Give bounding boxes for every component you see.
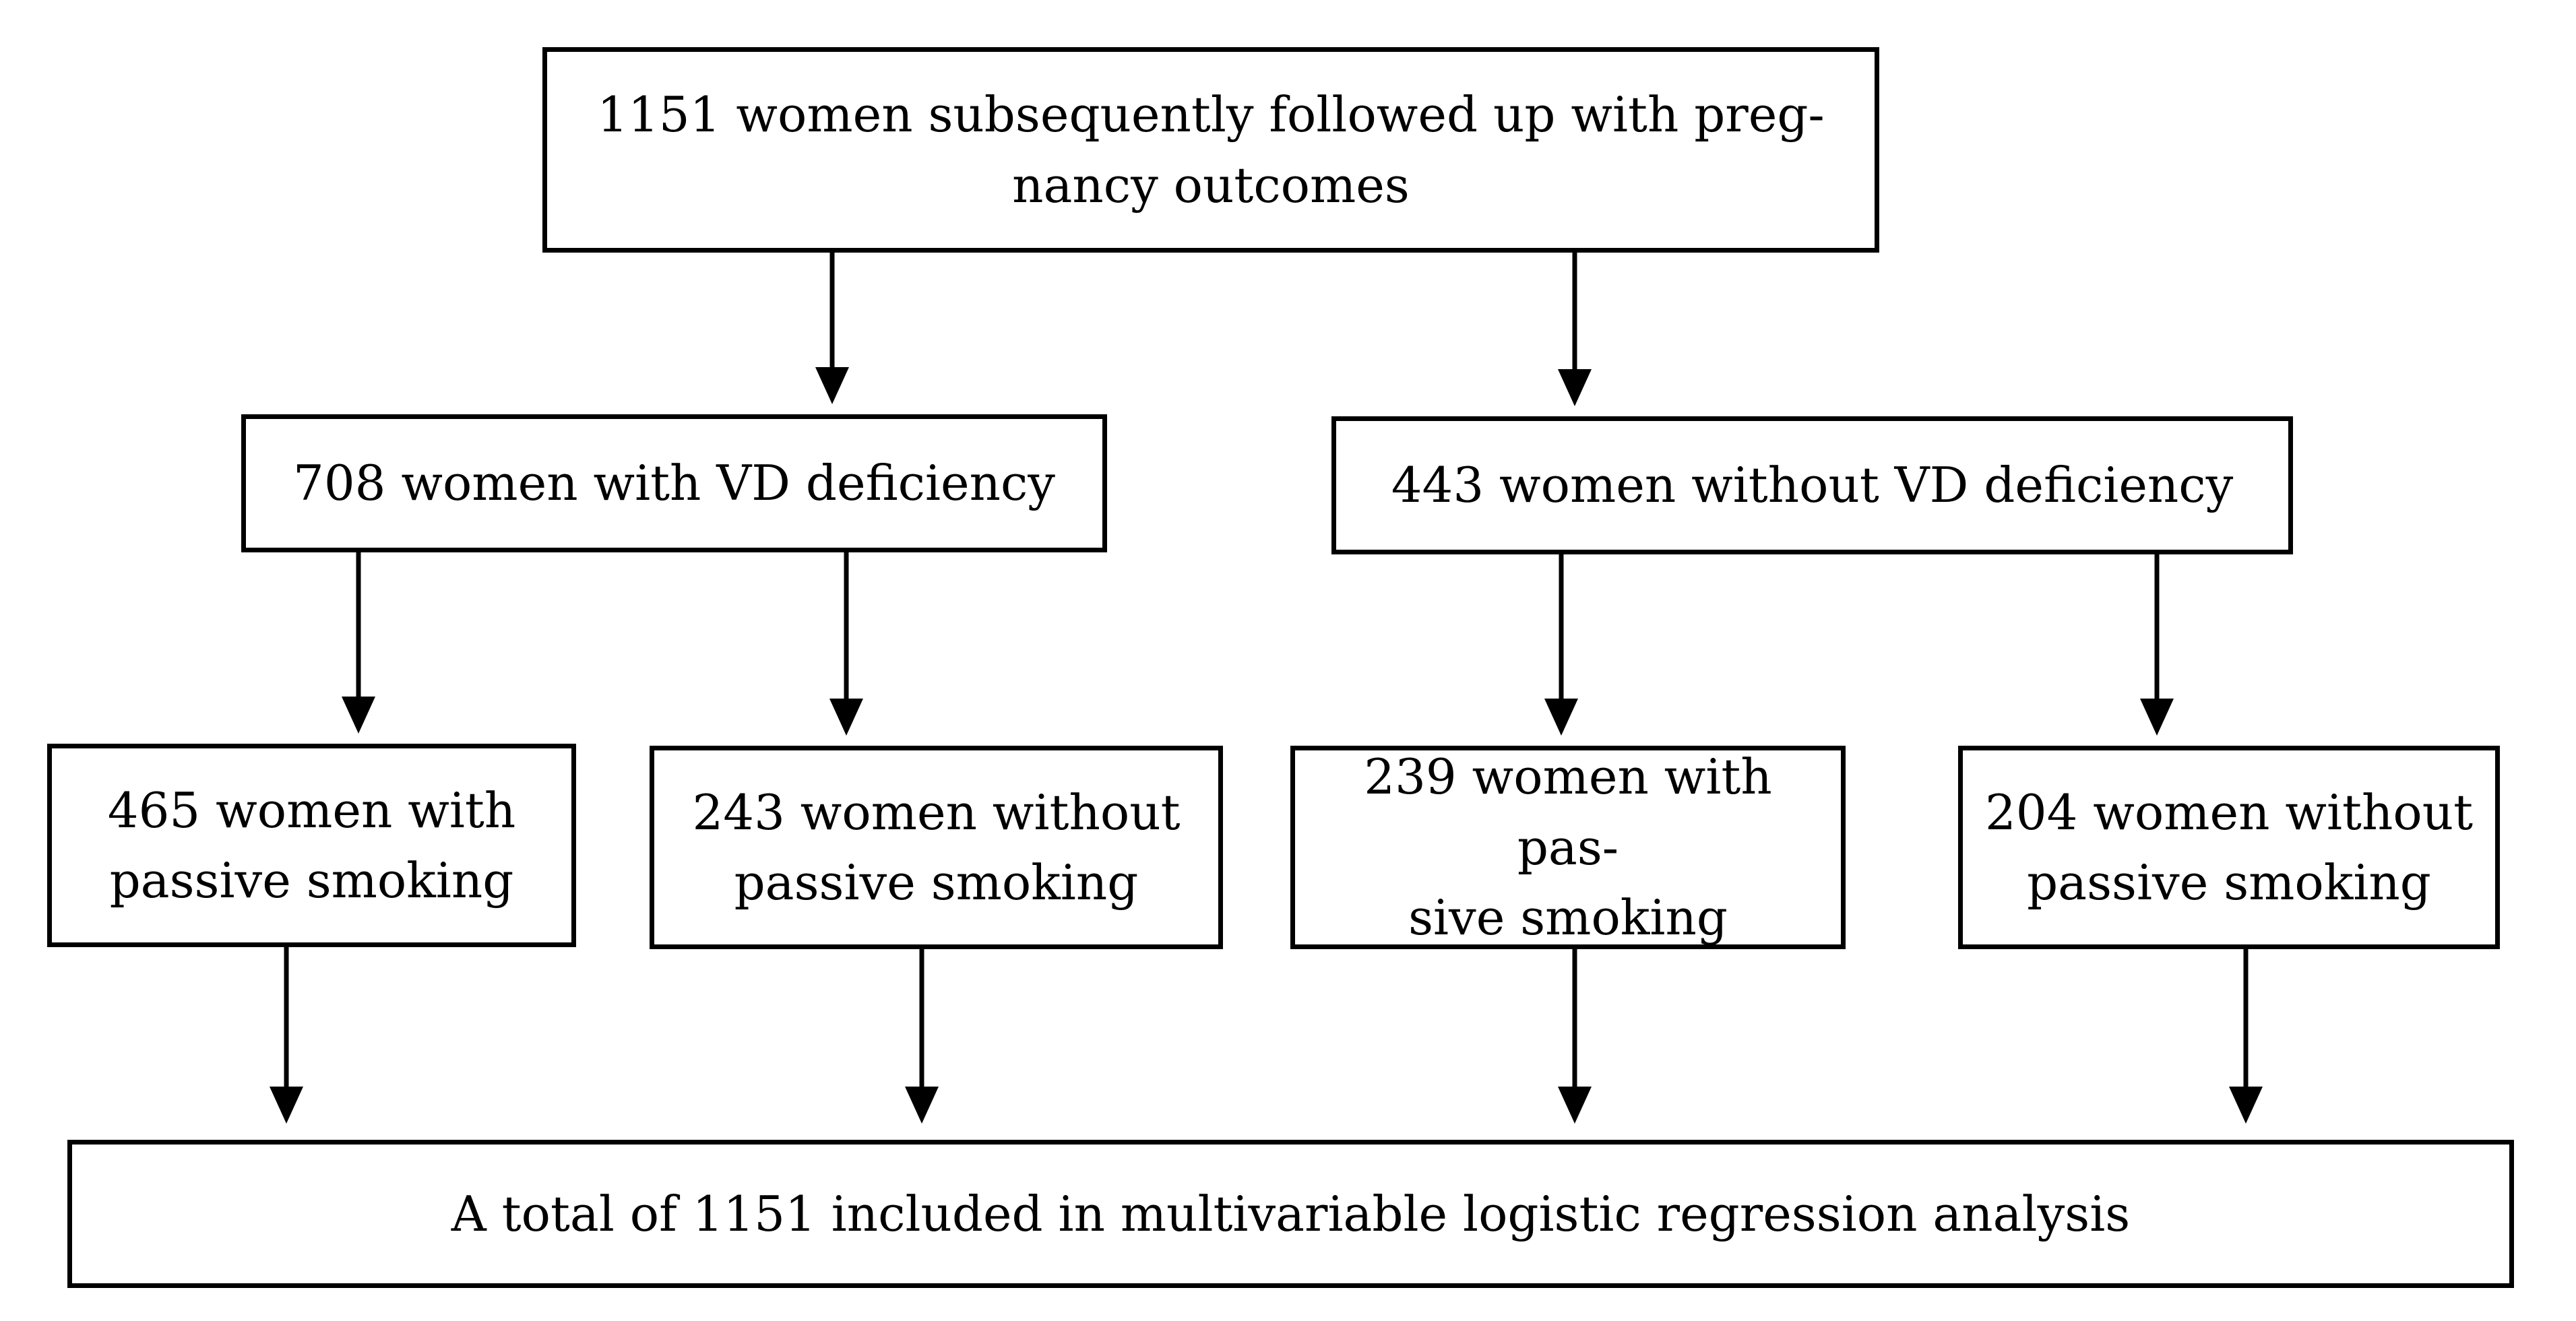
arrowhead-204-to-total bbox=[2229, 1087, 2263, 1124]
arrowhead-no-vd-deficiency-to-204 bbox=[2140, 699, 2174, 736]
arrowhead-top-to-vd-deficiency bbox=[815, 367, 849, 404]
box-followed-up-women-text: 1151 women subsequently followed up with… bbox=[597, 79, 1825, 220]
box-vd-deficiency: 708 women with VD deficiency bbox=[241, 414, 1107, 552]
arrowhead-no-vd-deficiency-to-239 bbox=[1544, 699, 1578, 736]
box-vd-deficiency-label: 708 women with VD deficiency bbox=[293, 455, 1055, 512]
box-no-vd-deficiency-passive-smoking-line1: 239 women with pas- bbox=[1364, 748, 1772, 876]
arrowhead-vd-deficiency-to-465 bbox=[342, 697, 375, 734]
box-vd-deficiency-passive-smoking-line2: passive smoking bbox=[109, 852, 514, 909]
box-no-vd-deficiency-passive-smoking-line2: sive smoking bbox=[1408, 889, 1728, 946]
box-no-vd-deficiency-label: 443 women without VD deficiency bbox=[1391, 457, 2234, 514]
box-vd-deficiency-passive-smoking-line1: 465 women with bbox=[107, 781, 516, 839]
box-total-included: A total of 1151 included in multivariabl… bbox=[67, 1140, 2514, 1288]
box-no-vd-deficiency-no-passive-smoking-line1: 204 women without bbox=[1984, 783, 2474, 841]
box-no-vd-deficiency-no-passive-smoking-line2: passive smoking bbox=[2027, 854, 2431, 911]
box-vd-deficiency-no-passive-smoking: 243 women without passive smoking bbox=[650, 746, 1223, 949]
box-followed-up-women-line2: nancy outcomes bbox=[1012, 156, 1410, 214]
box-no-vd-deficiency-no-passive-smoking: 204 women without passive smoking bbox=[1958, 746, 2500, 949]
box-followed-up-women: 1151 women subsequently followed up with… bbox=[542, 47, 1879, 253]
box-vd-deficiency-passive-smoking-text: 465 women with passive smoking bbox=[108, 775, 515, 916]
box-vd-deficiency-no-passive-smoking-line1: 243 women without bbox=[692, 783, 1181, 841]
box-vd-deficiency-no-passive-smoking-line2: passive smoking bbox=[734, 854, 1139, 911]
arrowhead-vd-deficiency-to-243 bbox=[829, 699, 863, 736]
box-no-vd-deficiency-passive-smoking: 239 women with pas- sive smoking bbox=[1290, 746, 1846, 949]
box-no-vd-deficiency-no-passive-smoking-text: 204 women without passive smoking bbox=[1985, 777, 2473, 918]
arrowhead-243-to-total bbox=[905, 1087, 939, 1124]
box-total-included-label: A total of 1151 included in multivariabl… bbox=[451, 1185, 2131, 1242]
box-no-vd-deficiency-passive-smoking-text: 239 women with pas- sive smoking bbox=[1315, 742, 1821, 953]
box-vd-deficiency-passive-smoking: 465 women with passive smoking bbox=[47, 744, 576, 947]
arrowhead-465-to-total bbox=[270, 1087, 303, 1124]
box-no-vd-deficiency: 443 women without VD deficiency bbox=[1331, 416, 2293, 554]
arrowhead-239-to-total bbox=[1558, 1087, 1592, 1124]
arrowhead-top-to-no-vd-deficiency bbox=[1558, 369, 1592, 406]
box-vd-deficiency-no-passive-smoking-text: 243 women without passive smoking bbox=[692, 777, 1180, 918]
box-followed-up-women-line1: 1151 women subsequently followed up with… bbox=[597, 86, 1825, 143]
